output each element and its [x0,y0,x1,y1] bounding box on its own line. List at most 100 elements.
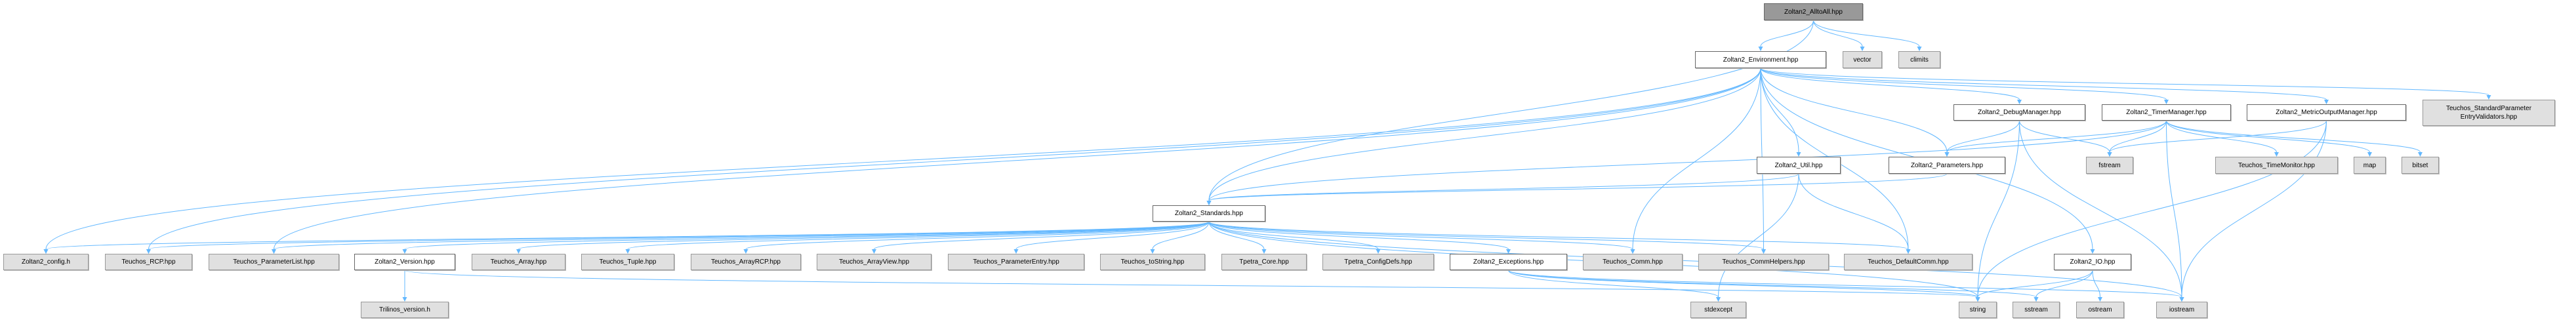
arrowhead-timermanager-to-map [2367,152,2372,157]
arrowhead-standards-to-commhelpers [1761,249,1766,254]
edge-debugmanager-to-iostream [2019,120,2182,298]
edge-standards-to-tpetracore [1208,221,1265,250]
edge-environment-to-parameters [1760,68,1948,153]
node-io[interactable]: Zoltan2_IO.hpp [2054,254,2131,270]
edge-environment-to-standards [1208,68,1761,201]
node-trilinosversion: Trilinos_version.h [361,302,449,318]
node-commhelpers: Teuchos_CommHelpers.hpp [1698,254,1829,270]
edge-standards-to-rcp [148,221,1210,250]
edge-util-to-stdexcept [1718,173,1799,298]
node-comm: Teuchos_Comm.hpp [1583,254,1683,270]
edge-io-to-string [1977,270,2093,298]
edge-standards-to-comm [1208,221,1633,250]
node-metricoutput[interactable]: Zoltan2_MetricOutputManager.hpp [2247,104,2406,121]
node-paramentry: Teuchos_ParameterEntry.hpp [948,254,1084,270]
arrowhead-io-to-sstream [2034,297,2039,302]
edge-parameters-to-standards [1208,173,1948,201]
node-environment[interactable]: Zoltan2_Environment.hpp [1695,51,1826,68]
edge-standards-to-array [518,221,1210,250]
arrowhead-standards-to-comm [1630,249,1635,254]
edge-timermanager-to-bitset [2166,120,2421,153]
edge-standards-to-arrayview [874,221,1210,250]
edge-util-to-standards [1208,173,1799,201]
edge-standards-to-tostring [1152,221,1210,250]
node-tpetraconfig: Tpetra_ConfigDefs.hpp [1322,254,1434,270]
node-arrayview: Teuchos_ArrayView.hpp [817,254,931,270]
edge-timermanager-to-map [2166,120,2370,153]
node-parameters[interactable]: Zoltan2_Parameters.hpp [1889,157,2005,174]
arrowhead-parameters-to-standards [1206,201,1212,205]
arrowhead-standards-to-tuple [625,249,630,254]
node-config: Zoltan2_config.h [3,254,89,270]
edge-metricoutput-to-string [1977,120,2327,298]
node-util[interactable]: Zoltan2_Util.hpp [1757,157,1841,174]
edge-timermanager-to-standards [1208,120,2167,201]
edge-version-to-string [404,270,1978,298]
edge-standards-to-iostream [1208,221,2182,298]
node-stdexcept: stdexcept [1690,302,1746,318]
node-debugmanager[interactable]: Zoltan2_DebugManager.hpp [1953,104,2085,121]
edge-environment-to-debugmanager [1760,68,2020,100]
node-tostring: Teuchos_toString.hpp [1100,254,1205,270]
edge-standards-to-tpetraconfig [1208,221,1379,250]
arrowhead-timermanager-to-parameters [1944,152,1950,157]
edge-exceptions-to-stdexcept [1508,270,1719,298]
node-standards[interactable]: Zoltan2_Standards.hpp [1153,205,1265,222]
edge-standards-to-tuple [627,221,1210,250]
arrowhead-environment-to-timermanager [2164,100,2169,104]
edge-environment-to-config [45,68,1761,250]
arrowhead-version-to-trilinosversion [402,297,407,302]
node-map: map [2354,157,2386,174]
node-defaultcomm: Teuchos_DefaultComm.hpp [1844,254,1973,270]
arrowhead-timermanager-to-timemonitor [2274,152,2279,157]
edge-standards-to-version [404,221,1210,250]
arrowhead-standards-to-array [516,249,521,254]
node-timemonitor: Teuchos_TimeMonitor.hpp [2215,157,2338,174]
node-tuple: Teuchos_Tuple.hpp [581,254,674,270]
edge-environment-to-rcp [148,68,1761,250]
node-bitset: bitset [2402,157,2439,174]
node-ostream: ostream [2076,302,2124,318]
node-timermanager[interactable]: Zoltan2_TimerManager.hpp [2102,104,2231,121]
arrowhead-standards-to-tostring [1150,249,1155,254]
arrowhead-environment-to-util [1796,152,1801,157]
arrowhead-environment-to-metricoutput [2324,100,2329,104]
edge-exceptions-to-string [1508,270,1978,298]
edge-metricoutput-to-iostream [2181,120,2327,298]
edge-alltoall-to-standards [1208,20,1814,201]
edge-io-to-sstream [2035,270,2093,298]
arrowhead-standards-to-config [43,249,49,254]
arrowhead-standards-to-arrayview [872,249,876,254]
edge-environment-to-stdparamvalidators [1760,68,2489,96]
node-exceptions[interactable]: Zoltan2_Exceptions.hpp [1450,254,1567,270]
edge-environment-to-metricoutput [1760,68,2327,100]
edge-standards-to-paramlist [274,221,1210,250]
arrowhead-io-to-ostream [2098,297,2102,302]
arrowhead-standards-to-exceptions [1506,249,1511,254]
arrowhead-io-to-string [1975,297,1980,302]
node-string: string [1959,302,1997,318]
node-fstream: fstream [2086,157,2133,174]
node-array: Teuchos_Array.hpp [472,254,565,270]
arrowhead-metricoutput-to-fstream [2107,152,2112,157]
node-version[interactable]: Zoltan2_Version.hpp [354,254,455,270]
edge-timermanager-to-iostream [2166,120,2182,298]
arrowhead-standards-to-arrayrcp [743,249,748,254]
edge-alltoall-to-environment [1760,20,1814,47]
edge-environment-to-util [1760,68,1799,153]
node-alltoall[interactable]: Zoltan2_AlltoAll.hpp [1764,3,1863,20]
edge-io-to-ostream [2092,270,2100,298]
arrowhead-environment-to-io [2090,249,2095,254]
edge-util-to-defaultcomm [1798,173,1909,250]
node-sstream: sstream [2013,302,2060,318]
arrowhead-standards-to-version [402,249,407,254]
arrowhead-standards-to-tpetracore [1261,249,1267,254]
edge-standards-to-exceptions [1208,221,1509,250]
arrowhead-standards-to-rcp [146,249,151,254]
arrowhead-exceptions-to-stdexcept [1716,297,1721,302]
arrowhead-alltoall-to-environment [1758,47,1763,51]
arrowhead-alltoall-to-vector [1860,47,1865,51]
edge-exceptions-to-sstream [1508,270,2037,298]
